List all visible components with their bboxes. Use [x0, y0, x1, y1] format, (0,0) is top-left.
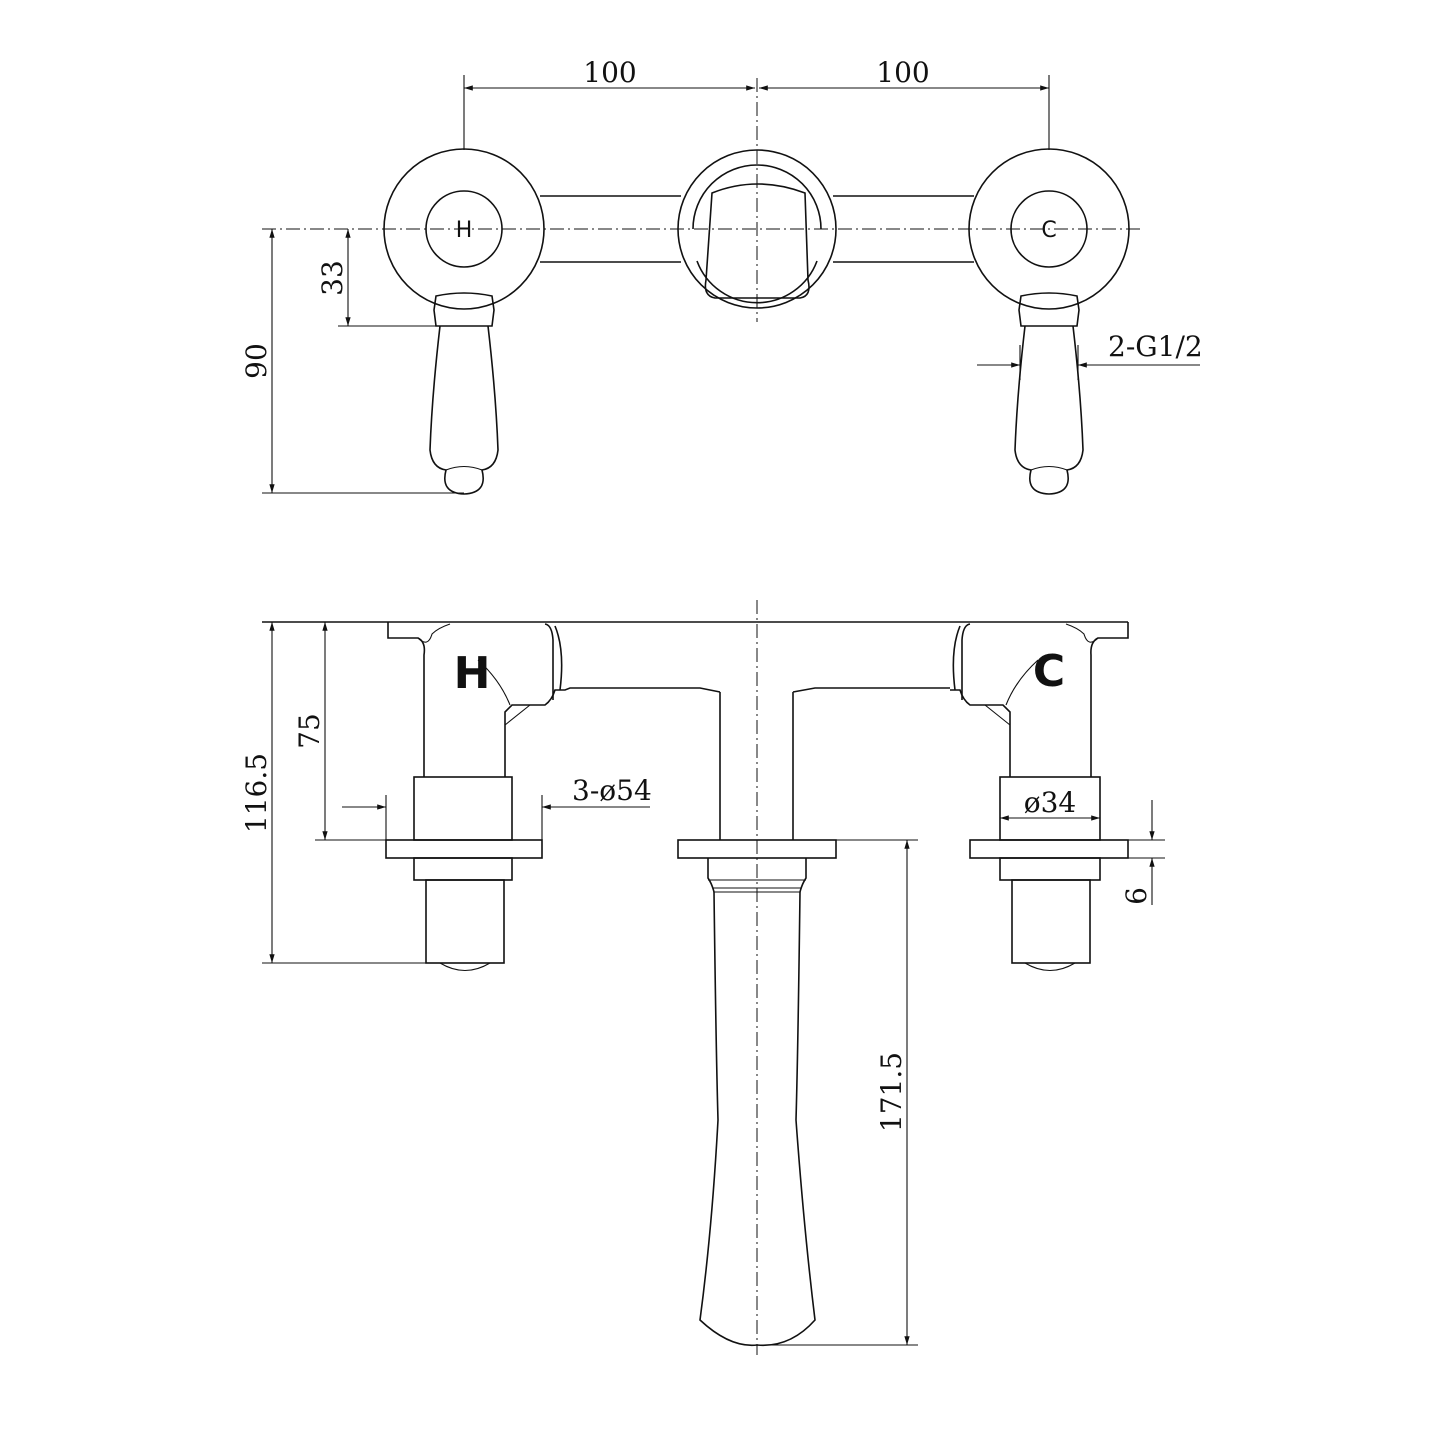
hot-label-front: H: [456, 218, 473, 243]
connecting-pipe: [540, 195, 974, 263]
cold-label-front: C: [1041, 218, 1056, 243]
dim-body-dia: ø34: [1024, 786, 1077, 819]
dim-spout-length: 171.5: [875, 1052, 908, 1132]
dim-flange-thickness: 6: [1120, 887, 1153, 905]
cold-label-side: C: [1033, 646, 1065, 697]
spout-side: [677, 687, 950, 1347]
cold-handle-front: [968, 148, 1130, 495]
side-view: H C 116.5 75 3-ø54 ø34 6 171.5: [240, 600, 1165, 1355]
hot-valve-side: [385, 622, 721, 972]
dim-thread: 2-G1/2: [1108, 330, 1203, 363]
hot-label-side: H: [454, 648, 491, 699]
dim-rosette-dia: 3-ø54: [572, 774, 652, 807]
dim-left-spacing: 100: [583, 56, 636, 89]
hot-handle-front: [383, 148, 545, 495]
dim-handle-offset: 33: [316, 260, 349, 296]
front-view: H C 100 100 33 90 2-G1/2: [240, 56, 1203, 495]
dim-total-height: 90: [240, 343, 273, 379]
spout-front: [677, 149, 837, 309]
dim-total-depth: 116.5: [240, 753, 273, 833]
cold-valve-side: [950, 622, 1129, 972]
dim-flange-depth: 75: [293, 713, 326, 749]
dim-right-spacing: 100: [876, 56, 929, 89]
